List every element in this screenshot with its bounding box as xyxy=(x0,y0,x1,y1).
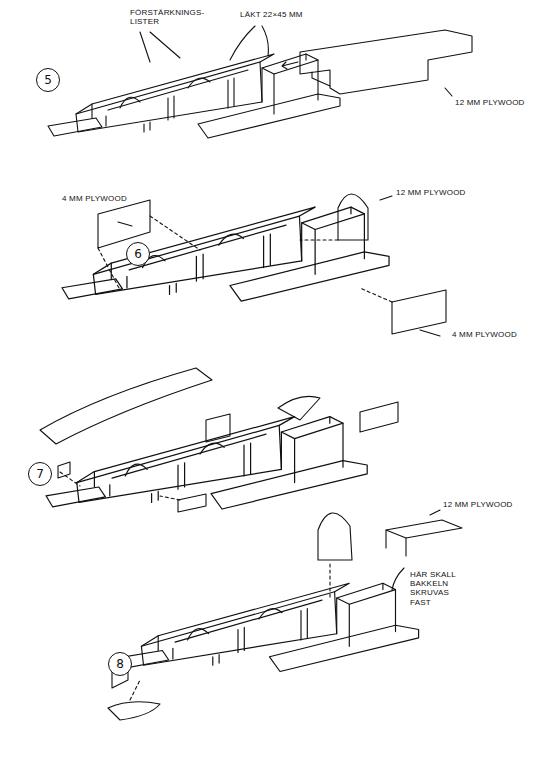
callout-number: 6 xyxy=(134,247,142,261)
part-label: FÖRSTÄRKNINGS- LISTER xyxy=(130,8,210,26)
step-circle: 7 xyxy=(28,462,52,486)
part-label: 12 MM PLYWOOD xyxy=(455,98,525,107)
part-label: 12 MM PLYWOOD xyxy=(396,188,466,197)
callout-number: 8 xyxy=(116,657,124,671)
callout-number: 5 xyxy=(44,73,52,87)
part-label: HÄR SKALL BAKKELN SKRUVAS FAST xyxy=(410,570,472,607)
part-label: 4 MM PLYWOOD xyxy=(62,194,127,203)
step-circle: 6 xyxy=(126,242,150,266)
step-circle: 8 xyxy=(108,652,132,676)
part-label: 4 MM PLYWOOD xyxy=(452,330,517,339)
step-circle: 5 xyxy=(36,68,60,92)
part-label: 12 MM PLYWOOD xyxy=(443,500,513,509)
callout-number: 7 xyxy=(36,467,44,481)
part-label: LÄKT 22×45 MM xyxy=(240,10,303,19)
